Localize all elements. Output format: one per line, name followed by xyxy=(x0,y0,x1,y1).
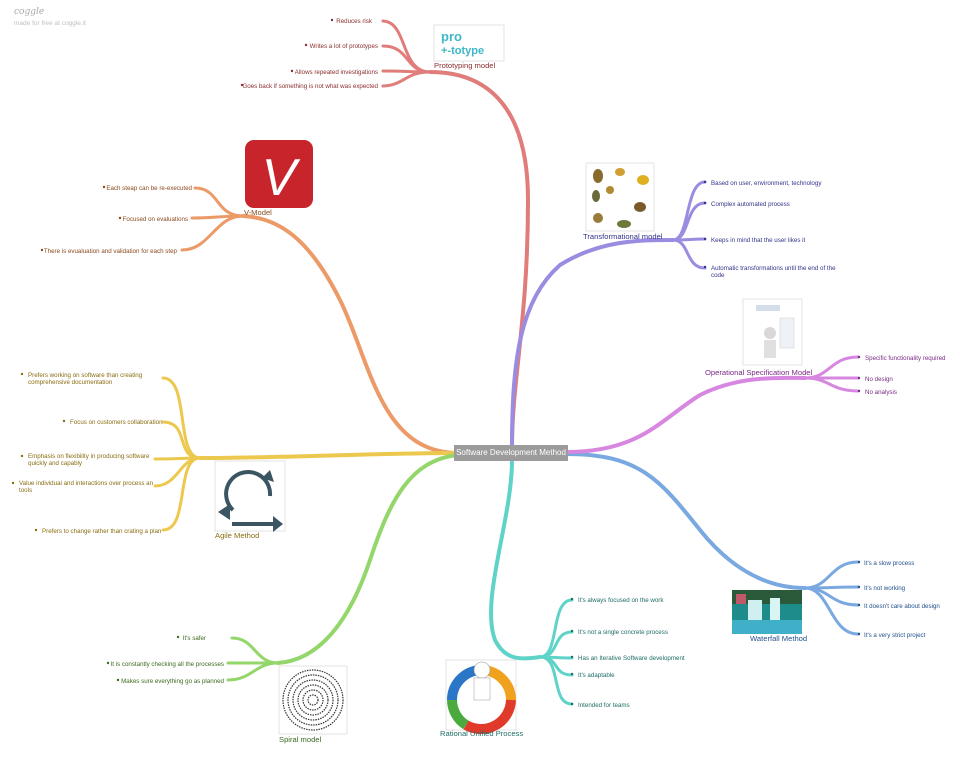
leaf-text[interactable]: Reduces risk xyxy=(336,18,373,25)
leaf-line: tools xyxy=(19,487,32,494)
leaf-text[interactable]: Based on user, environment, technology xyxy=(711,180,822,187)
leaf-text[interactable]: It's always focused on the work xyxy=(578,597,664,604)
leaf-text[interactable]: Focused on evaluations xyxy=(123,216,188,223)
v-letter: V xyxy=(262,149,301,207)
leaf-text[interactable]: Specific functionality required xyxy=(865,355,946,362)
leaf-line: Automatic transformations until the end … xyxy=(711,265,836,272)
leaf-text[interactable]: Writes a lot of prototypes xyxy=(310,43,378,50)
leaf-text[interactable]: Focus on customers collaboration xyxy=(70,419,163,426)
leaf-line: comprehensive documentation xyxy=(28,379,113,386)
leaf-text[interactable]: It's not a single concrete process xyxy=(578,629,668,636)
waterfall-photo xyxy=(732,590,802,634)
branch-rup-label[interactable]: Rational Unified Process xyxy=(440,729,523,738)
v-model-logo-image: V xyxy=(245,140,313,208)
leaf-text[interactable]: Has an Iterative Software development xyxy=(578,655,685,662)
leaf-line: Emphasis on flexibility in producing sof… xyxy=(28,453,150,460)
leaf-text[interactable]: Automatic transformations until the end … xyxy=(711,265,837,279)
branch-vmodel-label[interactable]: V-Model xyxy=(244,208,272,217)
operational-figure-image xyxy=(742,298,803,366)
leaf-text[interactable]: Each steap can be re-executed xyxy=(106,185,192,192)
branch-operational-label[interactable]: Operational Specification Model xyxy=(705,368,813,377)
leaf-text[interactable]: It's a very strict project xyxy=(864,632,926,639)
rup-cycle-image xyxy=(445,659,517,734)
branch-agile-label[interactable]: Agile Method xyxy=(215,531,259,540)
leaf-text[interactable]: Allows repeated investigations xyxy=(295,69,378,76)
leaf-text[interactable]: Prefers working on software than creatin… xyxy=(28,372,144,386)
leaf-text[interactable]: Goes back if something is not what was e… xyxy=(242,83,378,90)
branch-waterfall-label[interactable]: Waterfall Method xyxy=(750,634,807,643)
prototype-logo-bottom: +-totype xyxy=(441,45,484,57)
leaf-line: code xyxy=(711,272,725,279)
leaf-text[interactable]: Prefers to change rather than crating a … xyxy=(42,528,162,535)
branch-spiral-label[interactable]: Spiral model xyxy=(279,735,322,744)
butterfly-collection-image xyxy=(585,162,655,232)
leaf-text[interactable]: It's safer xyxy=(183,635,206,642)
coggle-logo: coggle xyxy=(14,7,45,17)
leaf-text[interactable]: Intended for teams xyxy=(578,702,630,709)
leaf-line: Prefers working on software than creatin… xyxy=(28,372,143,379)
leaf-text[interactable]: It's a slow process xyxy=(864,560,914,567)
leaf-line: quickly and capably xyxy=(28,460,83,467)
agile-cycle-icon xyxy=(214,460,286,532)
leaf-text[interactable]: No design xyxy=(865,376,893,383)
leaf-text[interactable]: It's not working xyxy=(864,585,906,592)
coggle-tagline: made for free at coggle.it xyxy=(14,20,86,27)
leaf-text[interactable]: Complex automated process xyxy=(711,201,790,208)
prototype-logo-top: pro xyxy=(441,29,462,44)
branch-transformational-label[interactable]: Transformational model xyxy=(583,232,663,241)
leaf-text[interactable]: It doesn't care about design xyxy=(864,603,940,610)
leaf-line: Value individual and interactions over p… xyxy=(19,480,154,487)
leaf-text[interactable]: There is evualuation and validation for … xyxy=(44,248,178,255)
leaf-text[interactable]: It's adaptable xyxy=(578,672,615,679)
branch-prototyping-label[interactable]: Prototyping model xyxy=(434,61,496,70)
leaf-text[interactable]: Emphasis on flexibility in producing sof… xyxy=(28,453,151,467)
central-topic[interactable]: Software Development Method xyxy=(454,445,568,461)
leaf-text[interactable]: No analysis xyxy=(865,389,897,396)
leaf-text[interactable]: Keeps in mind that the user likes it xyxy=(711,237,806,244)
leaf-text[interactable]: Value individual and interactions over p… xyxy=(19,480,155,494)
spiral-text-image xyxy=(278,665,348,735)
prototype-logo-image: pro +-totype xyxy=(433,24,505,62)
leaf-text[interactable]: It is constantly checking all the proces… xyxy=(111,661,225,668)
leaf-text[interactable]: Makes sure everything go as planned xyxy=(121,678,224,685)
